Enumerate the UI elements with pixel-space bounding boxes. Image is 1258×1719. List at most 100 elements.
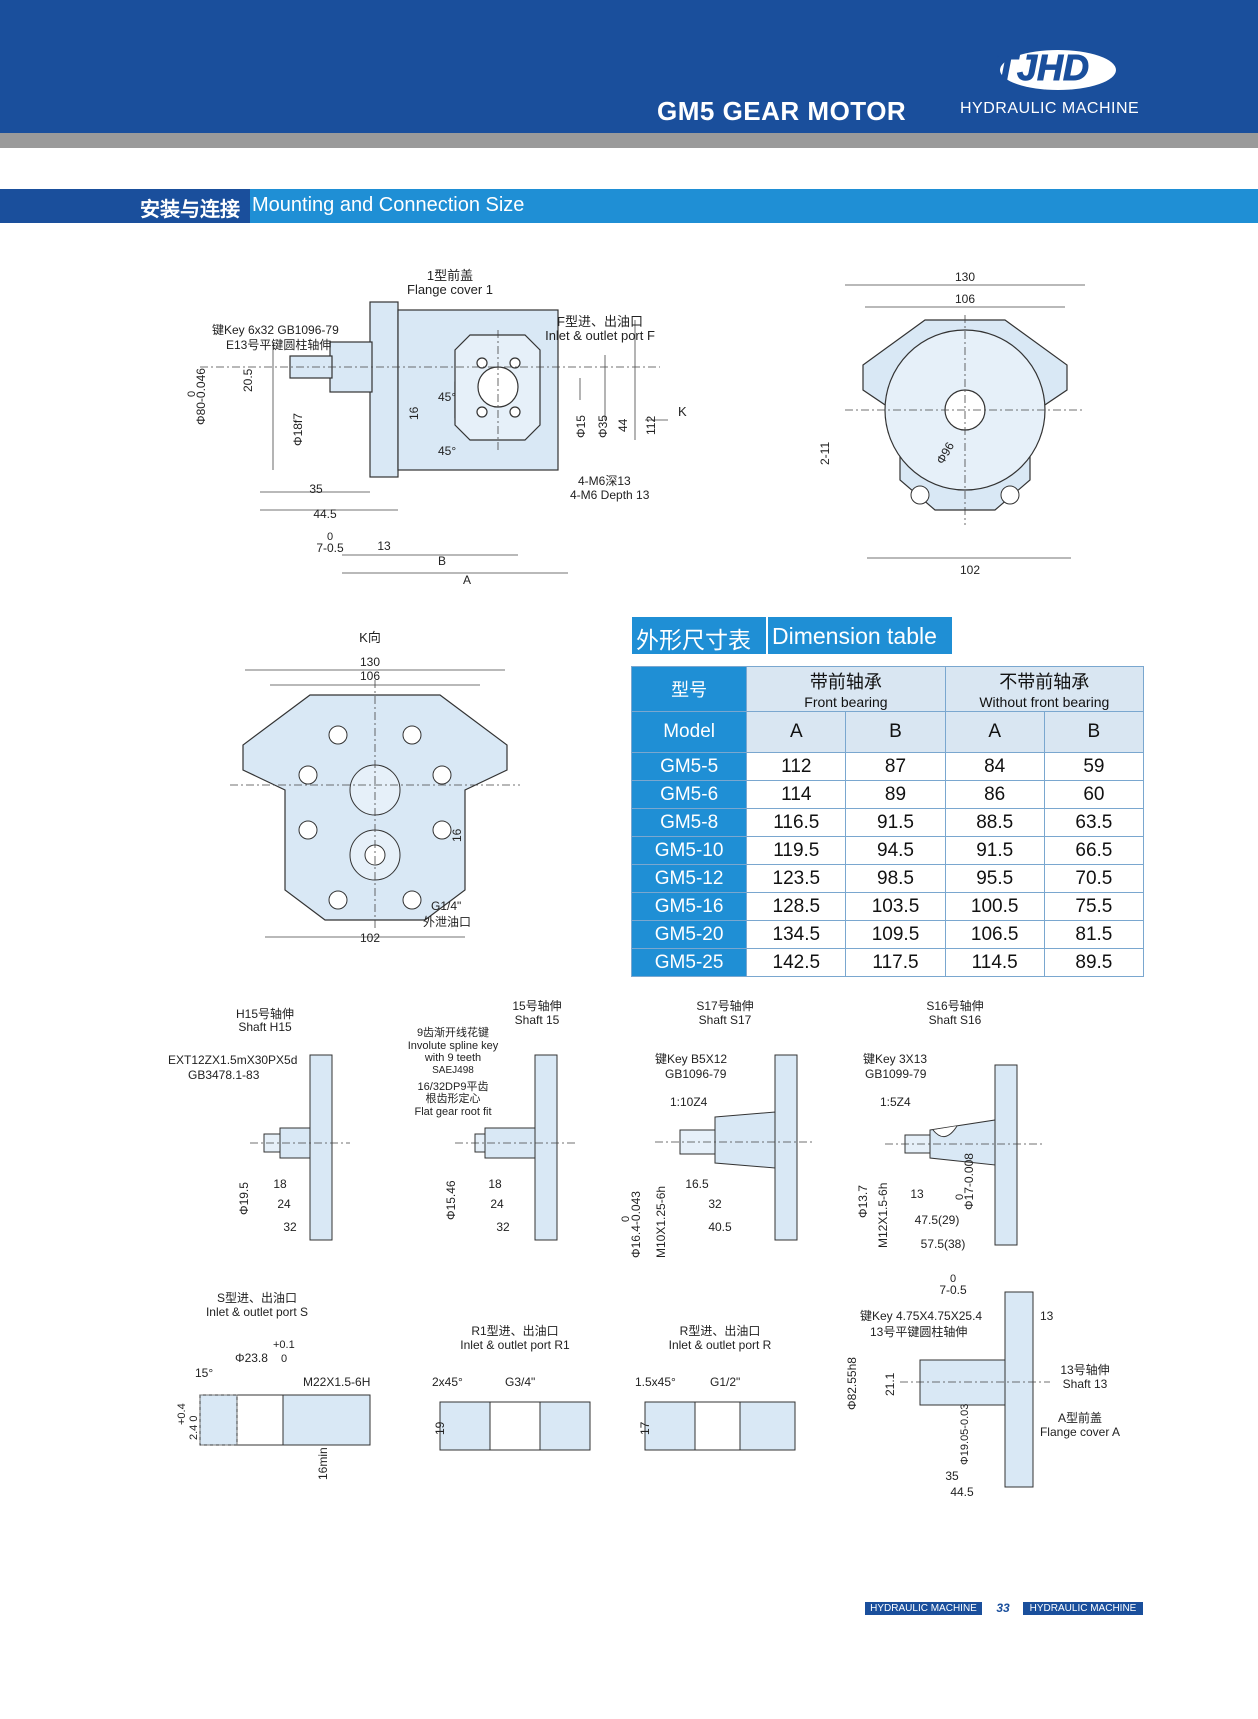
s17-en: Shaft S17	[699, 1013, 752, 1027]
h15-en: Shaft H15	[238, 1020, 292, 1034]
port-r-drawing: R型进、出油口 Inlet & outlet port R 1.5x45° G1…	[635, 1324, 796, 1451]
port-r1-cn: R1型进、出油口	[471, 1324, 558, 1338]
section-cn-box: 安装与连接	[0, 189, 250, 223]
section-en-label: Mounting and Connection Size	[252, 194, 525, 216]
port-s-dep-b: 2.4 0	[188, 1416, 200, 1440]
col-b2: B	[1043, 711, 1145, 753]
s16-cn: S16号轴伸	[926, 1000, 983, 1013]
k-drain: 外泄油口	[423, 915, 471, 929]
s16-key2: GB1099-79	[865, 1067, 927, 1081]
dim-table-title-cn: 外形尺寸表	[636, 627, 751, 653]
port-s-min: 16min	[316, 1447, 330, 1480]
port-r-thread: G1/2"	[710, 1375, 740, 1389]
page-number: 33	[996, 1601, 1010, 1615]
h15-dia: Φ19.5	[237, 1182, 251, 1215]
port-s-cn: S型进、出油口	[217, 1291, 297, 1305]
port-r1-en: Inlet & outlet port R1	[460, 1338, 570, 1352]
s13-dia-flange: Φ82.55h8	[845, 1357, 859, 1410]
key-spec-cn: E13号平键圆柱轴伸	[226, 337, 331, 352]
s13-key2: 13号平键圆柱轴伸	[870, 1324, 967, 1339]
col-b1: B	[845, 711, 946, 753]
s16-dia2: Φ17-0.008	[962, 1153, 976, 1210]
dim-table-title-en: Dimension table	[772, 623, 937, 649]
port-s-tol-a: +0.1	[273, 1339, 295, 1351]
s16-dia2-tol: 0	[954, 1194, 966, 1200]
s15-note3: with 9 teeth	[424, 1052, 481, 1064]
dim-d15: Φ15	[574, 415, 588, 438]
port-r1-thread: G3/4"	[505, 1375, 535, 1389]
port-s-thread: M22X1.5-6H	[303, 1375, 370, 1389]
s15-d1: 18	[488, 1177, 502, 1191]
s16-d2: 47.5(29)	[915, 1213, 960, 1227]
k-dim-106: 106	[360, 669, 380, 683]
dim-d18: Φ18f7	[291, 413, 305, 446]
shaft-15-drawing: 15号轴伸 Shaft 15 9齿渐开线花键 Involute spline k…	[408, 1000, 575, 1241]
s17-thread: M10X1.25-6h	[654, 1186, 668, 1258]
s13-d211: 21.1	[883, 1372, 897, 1396]
s16-dia: Φ13.7	[856, 1185, 870, 1218]
s17-cn: S17号轴伸	[696, 1000, 753, 1013]
footer-right: HYDRAULIC MACHINE	[1023, 1602, 1143, 1615]
port-s-en: Inlet & outlet port S	[206, 1305, 308, 1319]
dim-44: 44	[616, 418, 630, 432]
s17-d2: 32	[708, 1197, 722, 1211]
port-r-depth: 17	[638, 1421, 652, 1435]
s16-key1: 键Key 3X13	[863, 1052, 927, 1066]
side-dim-106: 106	[955, 292, 975, 306]
s13-key1: 键Key 4.75X4.75X25.4	[860, 1309, 982, 1323]
s13-cover-cn: A型前盖	[1058, 1410, 1102, 1425]
s13-top: 7-0.5	[939, 1283, 967, 1297]
h15-d2: 24	[277, 1197, 291, 1211]
s17-d1: 16.5	[685, 1177, 709, 1191]
shaft-13-drawing: 0 7-0.5 键Key 4.75X4.75X25.4 13号平键圆柱轴伸 13…	[845, 1273, 1120, 1499]
s17-dia: Φ16.4-0.043	[629, 1191, 643, 1258]
k-g14: G1/4"	[431, 899, 461, 913]
col-a2: A	[944, 711, 1045, 753]
s13-cover-en: Flange cover A	[1040, 1425, 1120, 1439]
dim-a: A	[463, 573, 471, 587]
s13-d13: 13	[1040, 1309, 1054, 1323]
flange-cover-en: Flange cover 1	[407, 282, 493, 297]
s15-note6: 根齿形定心	[426, 1091, 481, 1105]
dim-20-5: 20.5	[241, 368, 255, 392]
h15-d3: 32	[283, 1220, 297, 1234]
s16-taper: 1:5Z4	[880, 1095, 911, 1109]
dim-b: B	[438, 554, 446, 568]
port-r-chamfer: 1.5x45°	[635, 1375, 676, 1389]
port-s-dia: Φ23.8	[235, 1351, 268, 1365]
s16-d3: 57.5(38)	[921, 1237, 966, 1251]
port-f-en: Inlet & outlet port F	[545, 328, 655, 343]
header-band	[0, 133, 1258, 148]
shaft-s17-drawing: S17号轴伸 Shaft S17 键Key B5X12 GB1096-79 1:…	[620, 1000, 815, 1258]
port-f-cn: F型进、出油口	[557, 314, 643, 329]
dim-112: 112	[644, 416, 658, 435]
h15-cn: H15号轴伸	[236, 1006, 294, 1021]
s15-note7: Flat gear root fit	[414, 1106, 491, 1118]
side-dim-130: 130	[955, 270, 975, 284]
port-s-dep-a: +0.4	[176, 1403, 188, 1425]
s15-note1: 9齿渐开线花键	[417, 1025, 489, 1039]
s13-d35: 35	[945, 1469, 959, 1483]
s13-name-en: Shaft 13	[1063, 1377, 1108, 1391]
shaft-h15-drawing: H15号轴伸 Shaft H15 EXT12ZX1.5mX30PX5d GB34…	[168, 1006, 350, 1241]
col-model-en: Model	[630, 711, 748, 753]
dim-13: 13	[377, 539, 391, 553]
s15-en: Shaft 15	[515, 1013, 560, 1027]
col-model-cn: 型号	[630, 666, 748, 712]
s15-cn: 15号轴伸	[512, 1000, 561, 1013]
port-r-cn: R型进、出油口	[680, 1324, 761, 1338]
shaft-s16-drawing: S16号轴伸 Shaft S16 键Key 3X13 GB1099-79 1:5…	[856, 1000, 1045, 1251]
dim-7: 7-0.5	[316, 541, 344, 555]
s17-d3: 40.5	[708, 1220, 732, 1234]
logo-text: TJHD	[995, 47, 1089, 88]
s13-d445: 44.5	[950, 1485, 974, 1499]
page-subtitle: HYDRAULIC MACHINE	[960, 100, 1140, 117]
